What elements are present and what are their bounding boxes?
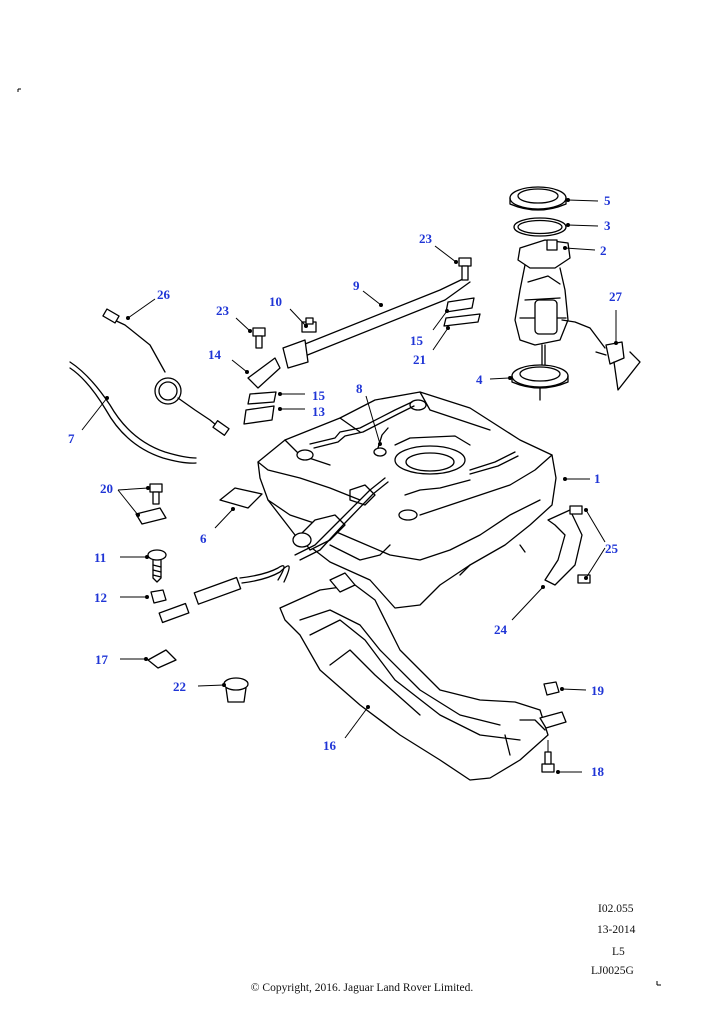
callout-17: 17	[95, 652, 108, 667]
callout-5: 5	[604, 193, 611, 208]
leader-dots	[105, 198, 618, 774]
callout-18: 18	[591, 764, 604, 779]
filler-hose-assembly	[158, 477, 389, 624]
callout-24: 24	[494, 622, 507, 637]
callout-25: 25	[605, 541, 618, 556]
nut-19	[543, 681, 560, 696]
bolt-18	[541, 740, 555, 773]
callout-23-right: 23	[419, 231, 432, 246]
screw-11	[147, 549, 167, 583]
tank-strap	[282, 277, 471, 369]
callout-12: 12	[94, 590, 107, 605]
warning-label	[219, 487, 263, 509]
retaining-ring	[511, 364, 569, 401]
callout-13: 13	[312, 404, 325, 419]
callout-15-left: 15	[312, 388, 325, 403]
bolt-23-right	[458, 257, 472, 281]
callout-21: 21	[413, 352, 426, 367]
strap-bracket	[247, 357, 281, 389]
callout-8: 8	[356, 381, 363, 396]
pump-seal-inner	[517, 219, 563, 235]
bolt-25	[569, 505, 591, 584]
callout-14: 14	[208, 347, 221, 362]
callout-9: 9	[353, 278, 360, 293]
vent-hose	[69, 361, 197, 459]
callout-3: 3	[604, 218, 611, 233]
callout-15-right: 15	[410, 333, 423, 348]
fuel-tank	[257, 391, 557, 609]
pad-15-right	[445, 297, 475, 313]
fuel-pump-module	[514, 239, 606, 366]
pad-21	[443, 313, 481, 327]
illustration-ref: I02.055	[598, 903, 634, 915]
callout-16: 16	[323, 738, 336, 753]
heat-shield	[279, 572, 567, 781]
callout-23-left: 23	[216, 303, 229, 318]
clip-17	[147, 649, 177, 669]
pad-13	[243, 405, 275, 425]
crop-mark-top	[17, 88, 21, 92]
nut-12	[150, 589, 167, 604]
callout-27: 27	[609, 289, 622, 304]
illustration-date: 13-2014	[597, 924, 636, 936]
bolt-23-left	[252, 327, 266, 349]
leader-lines	[81, 199, 617, 773]
breather-pipe	[102, 308, 230, 436]
callout-22: 22	[173, 679, 186, 694]
callout-20: 20	[100, 481, 113, 496]
callout-7: 7	[68, 431, 75, 446]
bracket-24	[544, 509, 583, 586]
grommet-22	[223, 677, 249, 703]
pipe-clip	[595, 341, 641, 391]
locking-ring	[509, 186, 567, 211]
vent-hose-edge	[69, 367, 197, 464]
bolt-20	[135, 483, 167, 525]
callout-2: 2	[600, 243, 607, 258]
pad-15-left	[247, 391, 277, 405]
illustration-level: L5	[612, 946, 625, 958]
callout-4: 4	[476, 372, 483, 387]
illustration-code: LJ0025G	[591, 965, 634, 977]
copyright-notice: © Copyright, 2016. Jaguar Land Rover Lim…	[250, 982, 474, 994]
callout-11: 11	[94, 550, 107, 565]
crop-mark-bottom	[656, 981, 661, 986]
bolt-10	[301, 317, 317, 333]
callout-6: 6	[200, 531, 207, 546]
pump-seal	[513, 217, 567, 237]
callout-19: 19	[591, 683, 604, 698]
callout-1: 1	[594, 471, 601, 486]
callout-10: 10	[269, 294, 282, 309]
callout-26: 26	[157, 287, 170, 302]
